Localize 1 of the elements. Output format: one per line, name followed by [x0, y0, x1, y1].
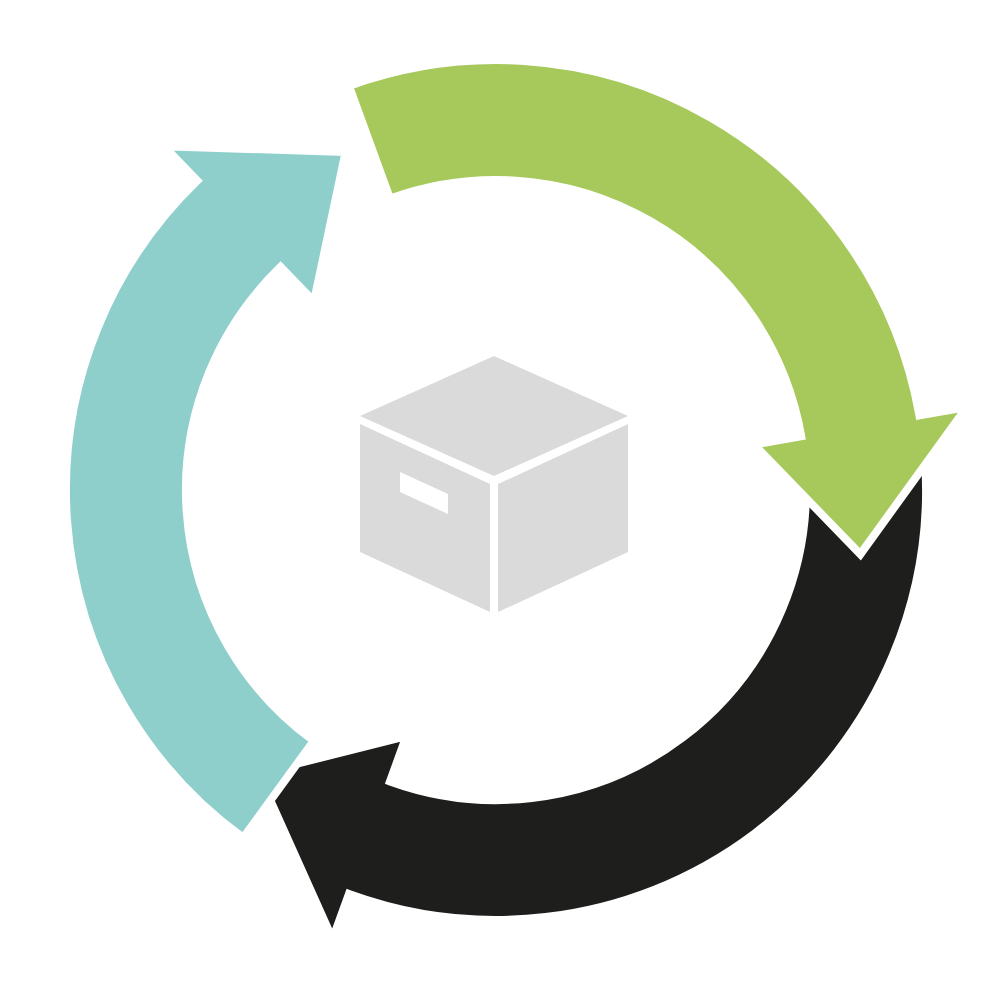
box-icon — [356, 352, 632, 616]
